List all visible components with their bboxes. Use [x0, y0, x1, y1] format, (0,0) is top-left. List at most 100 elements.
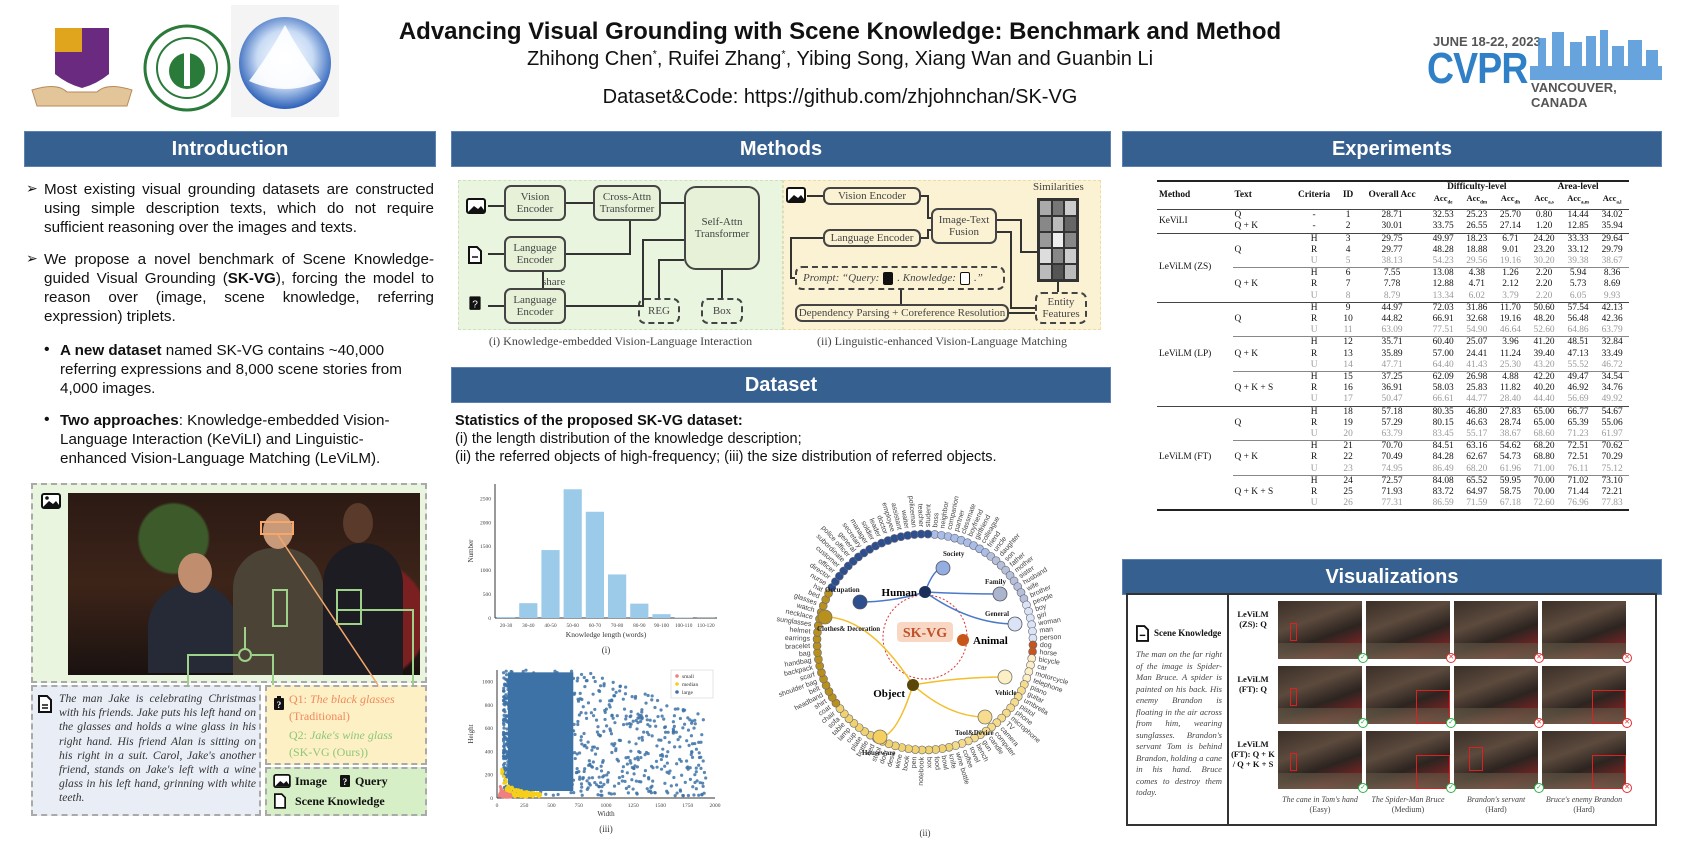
author: Zhihong Chen — [526, 48, 653, 70]
scatter-point-large — [583, 767, 587, 771]
scatter-point-large — [602, 682, 606, 686]
scatter-point-large — [592, 745, 596, 749]
scatter-point-large — [502, 736, 506, 740]
scatter-point-large — [693, 780, 697, 785]
object-branch — [912, 684, 986, 718]
scatter-point-large — [666, 730, 670, 734]
scatter-point-large — [595, 730, 599, 734]
value-cell: 74.95 — [1381, 463, 1403, 474]
y-tick-label: 500 — [483, 592, 492, 598]
scatter-point-large — [696, 712, 700, 716]
value-cell: 4.88 — [1493, 370, 1528, 384]
bullet-dot-icon: • — [44, 411, 50, 428]
value-cell: 32.84 — [1595, 336, 1629, 349]
scatter-point-large — [624, 786, 629, 790]
value-cell: 11 — [1343, 325, 1353, 336]
intro-point-2: ➢ We propose a novel benchmark of Scene … — [26, 250, 434, 326]
scatter-point-large — [586, 740, 590, 744]
scatter-point-large — [597, 689, 601, 693]
value-cell: 15 — [1338, 370, 1358, 384]
scatter-point-large — [645, 787, 649, 791]
value-cell: 59.95 — [1493, 474, 1528, 487]
value-cell: 66.91 — [1432, 313, 1454, 324]
scatter-point-large — [501, 698, 506, 702]
value-cell: 58.75 — [1499, 486, 1521, 497]
scatter-point-large — [701, 781, 705, 785]
reg-token-box: REG — [638, 298, 680, 324]
scatter-point-large — [599, 793, 603, 797]
y-tick-label: 400 — [485, 749, 494, 755]
value-cell: 25.83 — [1466, 383, 1488, 394]
scatter-point-large — [544, 792, 548, 796]
ring-label: box — [925, 757, 932, 769]
scatter-point-large — [697, 740, 701, 744]
scatter-point-large — [674, 783, 679, 787]
method-cell: LeViLM (LP) — [1157, 301, 1233, 407]
scatter-point-large — [625, 762, 629, 766]
object-group-node — [817, 609, 833, 625]
scatter-point-large — [627, 740, 631, 744]
value-cell: 64.86 — [1567, 325, 1589, 336]
text-cell: Q — [1232, 301, 1290, 337]
x-tick-label: 1750 — [682, 803, 693, 809]
value-cell: 54.23 — [1432, 255, 1454, 266]
vis-row-label: LeViLM (FT): Q + K / Q + K + S — [1231, 739, 1275, 769]
value-cell: 25.30 — [1499, 359, 1521, 370]
scatter-point-large — [663, 736, 667, 740]
ring-label: helmet — [789, 627, 811, 636]
scatter-point-small — [497, 793, 501, 797]
scatter-point-large — [611, 680, 615, 684]
scatter-point-large — [614, 690, 618, 694]
value-cell: 49.47 — [1560, 370, 1596, 384]
code-link[interactable]: Dataset&Code: https://github.com/zhjohnc… — [602, 86, 1078, 108]
scatter-point-large — [595, 746, 600, 751]
text-cell: Q + K + S — [1232, 370, 1290, 407]
scatter-point-median — [526, 792, 530, 796]
value-cell: 71.59 — [1466, 498, 1488, 509]
scatter-point-large — [503, 761, 507, 766]
scatter-point-large — [648, 724, 652, 728]
scatter-point-large — [693, 718, 697, 722]
value-cell: 8.69 — [1603, 279, 1621, 290]
scatter-point-median — [517, 790, 522, 794]
scatter-point-large — [646, 722, 650, 727]
scatter-point-large — [621, 765, 625, 769]
scatter-point-small — [507, 794, 511, 798]
value-cell: 52.60 — [1533, 325, 1555, 336]
correct-check-icon: ✓ — [1358, 653, 1368, 663]
scatter-point-large — [701, 759, 705, 763]
value-cell: 6.71 — [1493, 232, 1528, 245]
value-cell: 25.07 — [1459, 336, 1494, 349]
ring-label: door — [879, 749, 891, 765]
bar — [519, 603, 538, 618]
document-icon — [468, 246, 482, 264]
object-group-label: Clothes& Decoration — [817, 625, 880, 633]
x-tick-label: 1250 — [628, 803, 639, 809]
y-tick-label: 0 — [488, 616, 491, 622]
value-cell: 8.36 — [1595, 267, 1629, 280]
scatter-point-large — [572, 692, 576, 696]
value-cell: 41.43 — [1466, 359, 1488, 370]
ring-label: book — [902, 755, 911, 772]
scatter-point-large — [576, 697, 580, 701]
value-cell: 8 — [1345, 290, 1351, 301]
scatter-point-large — [692, 793, 696, 797]
scatter-point-large — [620, 769, 624, 773]
scatter-point-large — [686, 793, 690, 798]
flow-arrows — [790, 195, 1059, 314]
ring-label: handbag — [784, 657, 812, 668]
text-cell: Q + K — [1232, 336, 1290, 372]
scatter-point-large — [622, 707, 627, 711]
scatter-point-large — [580, 742, 584, 746]
scatter-point-large — [582, 744, 586, 748]
human-group-node — [1007, 616, 1023, 632]
ring-label: TV — [1004, 721, 1016, 733]
value-cell: 71.00 — [1533, 463, 1555, 474]
scatter-point-large — [599, 764, 603, 768]
y-tick-label: 1000 — [482, 680, 493, 686]
value-cell: 35.71 — [1357, 336, 1427, 349]
wrong-cross-icon: ✕ — [1534, 718, 1544, 728]
x-tick-label: 60-70 — [589, 623, 602, 629]
